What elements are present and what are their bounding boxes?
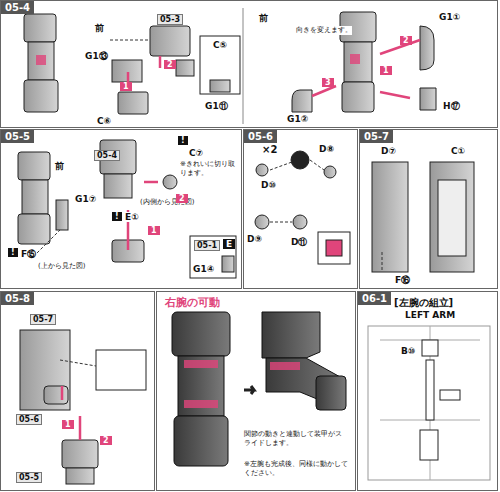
part-callout: H⑰ — [442, 100, 461, 113]
step-marker: 1 — [120, 82, 132, 91]
part-callout: D⑦ — [380, 146, 397, 156]
reference-step: 05-1 — [194, 240, 220, 251]
step-marker: 1 — [380, 66, 392, 75]
heading-text: ×2 — [262, 144, 277, 155]
step-marker: 1 — [62, 420, 74, 429]
note-text: ※左腕も完成後、同様に動かしてください。 — [244, 460, 348, 478]
part-callout: 前 — [54, 160, 65, 173]
part-callout: C⑤ — [212, 40, 228, 50]
step-panel: 05-4 — [0, 0, 498, 128]
step-marker: 2 — [164, 60, 176, 69]
reference-step: 05-4 — [94, 150, 120, 161]
part-callout: G1⑦ — [74, 194, 97, 204]
step-number: 05-8 — [1, 292, 34, 305]
note-text: 向きを変えます。 — [296, 26, 352, 35]
part-callout: C① — [450, 146, 466, 156]
part-callout: 前 — [94, 22, 105, 35]
reference-step: 05-3 — [157, 14, 183, 25]
part-callout: D⑩ — [260, 180, 277, 190]
part-callout: F⑯ — [394, 274, 411, 287]
sub-assembly: E — [223, 239, 235, 249]
step-number: 右腕の可動 — [161, 294, 224, 311]
step-marker: 2 — [400, 36, 412, 45]
step-number: 05-5 — [1, 130, 34, 143]
part-callout: C⑦ — [188, 148, 204, 158]
part-callout: G1② — [286, 114, 309, 124]
step-panel: 06-1 — [357, 291, 498, 491]
step-number: 05-7 — [360, 130, 393, 143]
part-callout: F⑮ — [20, 248, 37, 261]
step-number: 05-4 — [1, 1, 34, 14]
part-callout: G1④ — [192, 264, 215, 274]
step-marker: 1 — [148, 226, 160, 235]
step-panel: 05-6 — [243, 129, 358, 289]
note-text: (上から見た図) — [38, 262, 85, 271]
reference-step: 05-6 — [16, 414, 42, 425]
heading-text: [左腕の組立] — [394, 296, 453, 310]
caution-icon: ! — [178, 136, 188, 145]
part-callout: LEFT ARM — [404, 310, 456, 320]
note-text: ※きれいに切り取ります。 — [180, 160, 238, 178]
part-callout: C⑥ — [96, 116, 112, 126]
step-number: 05-6 — [244, 130, 277, 143]
part-callout: G1⑬ — [84, 50, 109, 63]
step-panel: 05-8 — [0, 291, 155, 491]
caution-icon: ! — [8, 248, 18, 257]
part-callout: G1① — [438, 12, 461, 22]
part-callout: 前 — [258, 12, 269, 25]
part-callout: D⑪ — [290, 236, 308, 249]
step-marker: 3 — [322, 78, 334, 87]
part-callout: G1⑪ — [204, 100, 229, 113]
reference-step: 05-5 — [16, 472, 42, 483]
step-marker: 2 — [100, 436, 112, 445]
part-callout: E① — [124, 212, 140, 222]
part-callout: D⑧ — [318, 144, 335, 154]
part-callout: B⑩ — [400, 346, 416, 356]
part-callout: D⑨ — [246, 234, 263, 244]
step-marker: 2 — [176, 194, 188, 203]
caution-icon: ! — [112, 212, 122, 221]
reference-step: 05-7 — [30, 314, 56, 325]
step-number: 06-1 — [358, 292, 391, 305]
note-text: 関節の動きと連動して装甲がスライドします。 — [244, 430, 348, 448]
